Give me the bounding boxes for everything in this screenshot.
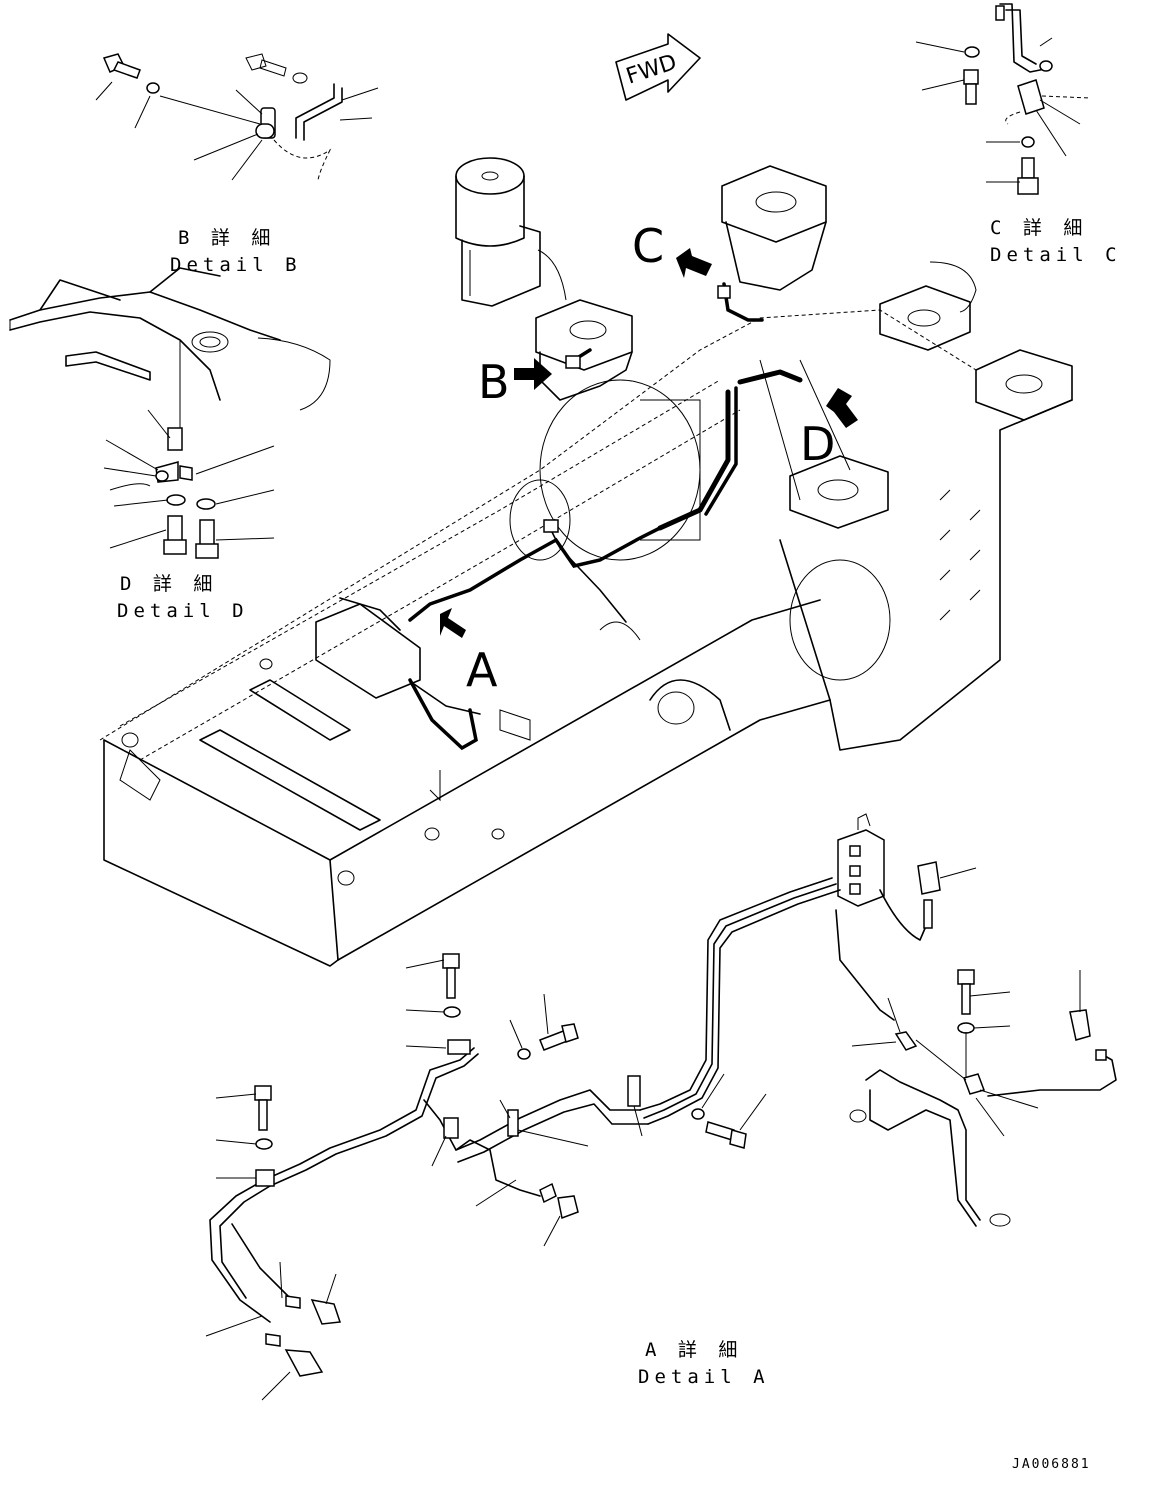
detail-b-drawing	[95, 53, 379, 181]
callout-letter-c: C	[632, 219, 664, 273]
detail-c-drawing	[915, 3, 1091, 195]
callout-arrow-d	[826, 388, 858, 428]
callout-letter-d: D	[800, 417, 835, 471]
detail-a-title-jp: A 詳 細	[645, 1339, 742, 1361]
callout-arrow-a	[440, 608, 466, 638]
detail-c-title-jp: C 詳 細	[990, 217, 1087, 239]
drawing-number: JA006881	[1012, 1457, 1091, 1472]
detail-b-title-en: Detail B	[170, 254, 302, 276]
detail-c-title-en: Detail C	[990, 244, 1122, 266]
detail-a-drawing	[205, 813, 1117, 1401]
detail-d-title-en: Detail D	[117, 600, 249, 622]
detail-d-drawing	[9, 267, 331, 559]
callout-letter-b: B	[478, 355, 510, 409]
detail-b-title-jp: B 詳 細	[178, 227, 275, 249]
main-frame-assembly	[99, 157, 1073, 967]
callout-arrow-c	[676, 248, 712, 278]
detail-a-title-en: Detail A	[638, 1366, 770, 1388]
detail-d-title-jp: D 詳 細	[120, 573, 217, 595]
callout-arrow-b	[514, 358, 552, 390]
callout-letter-a: A	[466, 643, 498, 697]
forward-direction-arrow: FWD	[615, 33, 701, 101]
